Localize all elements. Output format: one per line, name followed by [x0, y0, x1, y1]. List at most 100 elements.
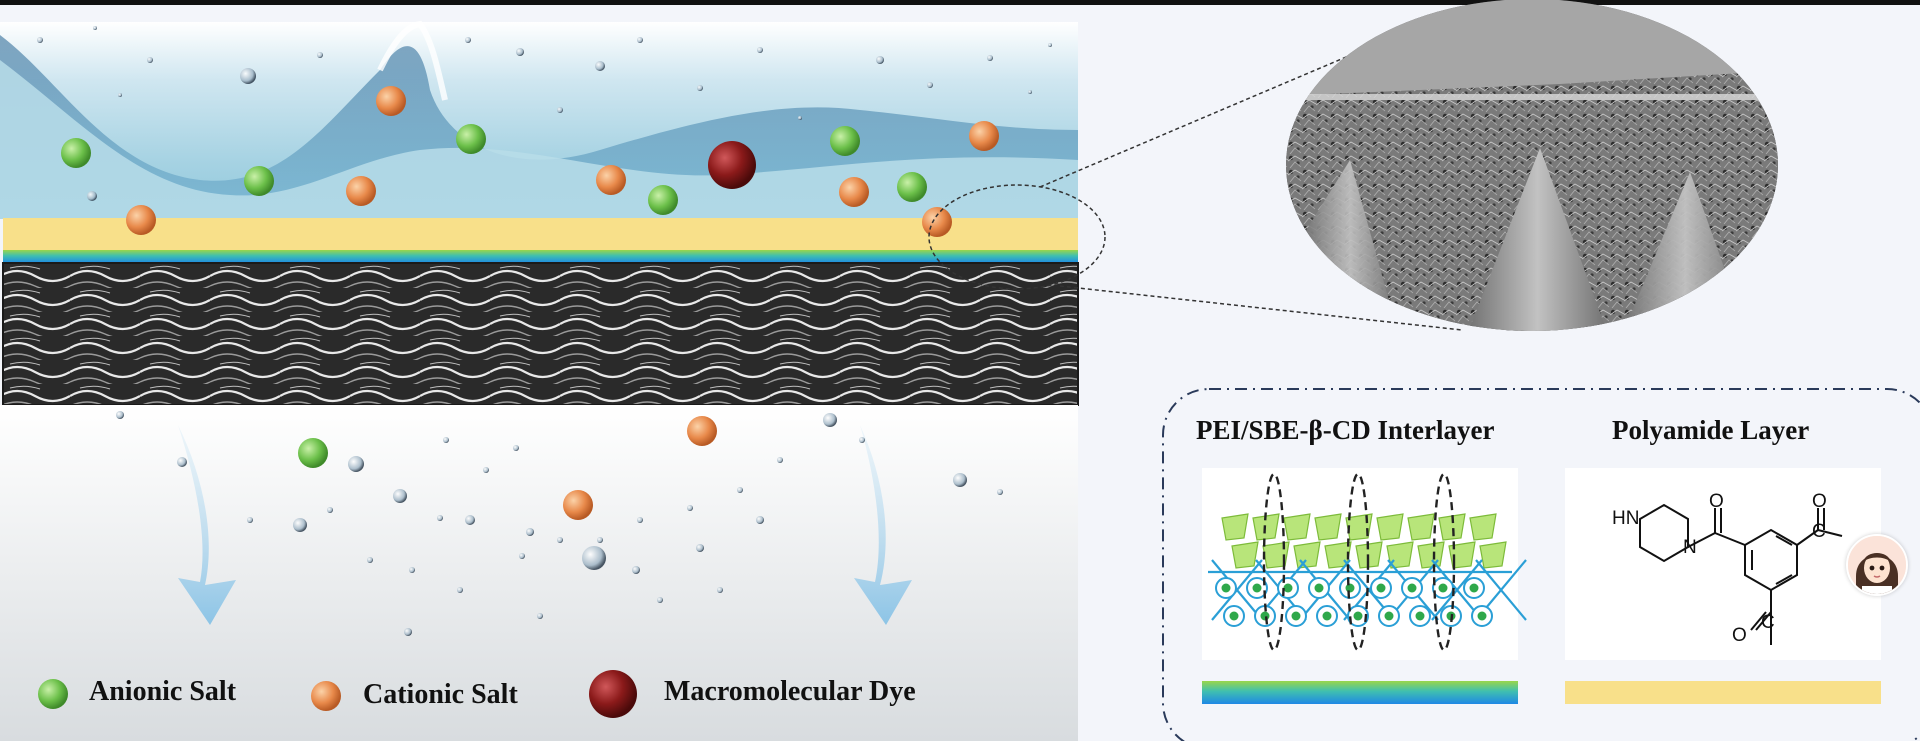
water-droplet [537, 613, 543, 619]
water-droplet [513, 445, 519, 451]
polyamide-color-bar [1565, 681, 1881, 704]
cationic-salt-ion [839, 177, 869, 207]
zoom-line-bottom [1059, 285, 1463, 331]
water-droplet [404, 628, 412, 636]
water-droplet [1028, 90, 1032, 94]
water-droplet [177, 457, 187, 467]
cyclodextrin-unit [1314, 513, 1342, 541]
water-droplet [393, 489, 407, 503]
water-droplet [859, 437, 865, 443]
water-droplet [293, 518, 307, 532]
water-droplet [717, 587, 723, 593]
water-droplet [756, 516, 764, 524]
water-splash [377, 20, 448, 101]
interlayer-color-bar [1202, 681, 1518, 704]
cyclodextrin-unit [1293, 541, 1321, 569]
water-droplet [93, 26, 97, 30]
cyclodextrin-unit [1283, 513, 1311, 541]
water-droplet [317, 52, 323, 58]
water-droplet [953, 473, 967, 487]
cationic-salt-ion [346, 176, 376, 206]
sbe-cd-core [1283, 583, 1293, 593]
water-droplet [557, 107, 563, 113]
avatar-icon [1846, 534, 1908, 596]
sbe-cd-core [1291, 611, 1301, 621]
sbe-cd-core [1353, 611, 1363, 621]
anionic-salt-ion [648, 185, 678, 215]
dashed-ellipse [1432, 472, 1456, 652]
sbe-cd-core [1438, 583, 1448, 593]
legend-anionic-label: Anionic Salt [89, 676, 237, 707]
water-droplet [595, 61, 605, 71]
cyclodextrin-unit [1448, 541, 1476, 569]
carbon-label-right: C [1812, 521, 1826, 542]
pei-chain [1211, 559, 1263, 621]
oxygen-label-left: O [1709, 491, 1724, 512]
polyamide-structure-card [1565, 468, 1881, 660]
water-droplet [557, 537, 563, 543]
cationic-salt-ion [563, 490, 593, 520]
water-droplet [516, 48, 524, 56]
water-droplet [1048, 43, 1052, 47]
water-droplet [526, 528, 534, 536]
water-droplet [597, 537, 603, 543]
cyclodextrin-unit [1407, 513, 1435, 541]
cyclodextrin-unit [1376, 513, 1404, 541]
oxygen-label-right: O [1812, 491, 1827, 512]
water-droplet [927, 82, 933, 88]
sbe-cd-core [1322, 611, 1332, 621]
water-droplet [457, 587, 463, 593]
legend-cationic-label: Cationic Salt [363, 679, 518, 710]
cationic-salt-ion [969, 121, 999, 151]
sbe-cd-core [1384, 611, 1394, 621]
layer-details-panel [1162, 388, 1920, 741]
polyamide-title: Polyamide Layer [1612, 415, 1810, 445]
water-droplet [637, 37, 643, 43]
legend-cationic-marker [311, 681, 341, 711]
cationic-salt-ion [126, 205, 156, 235]
nitrogen-label: N [1683, 537, 1697, 558]
zoom-line-top [1039, 51, 1359, 188]
sem-cross-section-image [1286, 0, 1778, 331]
cyclodextrin-unit [1469, 513, 1497, 541]
sbe-cd-core [1415, 611, 1425, 621]
water-droplet [465, 515, 475, 525]
water-droplet [519, 553, 525, 559]
macromolecular-dye [708, 141, 756, 189]
water-droplets [37, 26, 1052, 636]
amine-label: HN [1612, 508, 1640, 529]
interlayer-strip [3, 250, 1078, 263]
cyclodextrin-unit [1417, 541, 1445, 569]
carbon-label-bottom: C [1761, 612, 1775, 633]
water-droplet [118, 93, 122, 97]
sbe-cd-core [1252, 583, 1262, 593]
cationic-salt-ion [687, 416, 717, 446]
anionic-salt-ion [456, 124, 486, 154]
water-droplet [997, 489, 1003, 495]
cationic-salt-ion [922, 207, 952, 237]
cyclodextrin-unit [1231, 541, 1259, 569]
flow-arrow-right [854, 425, 912, 625]
cyclodextrin-unit [1479, 541, 1507, 569]
water-droplet [367, 557, 373, 563]
water-droplet [37, 37, 43, 43]
anionic-salt-ion [830, 126, 860, 156]
water-droplet [757, 47, 763, 53]
sbe-cd-core [1469, 583, 1479, 593]
cationic-salt-ion [376, 86, 406, 116]
sbe-cd-core [1407, 583, 1417, 593]
water-droplet [87, 191, 97, 201]
sbe-cd-core [1314, 583, 1324, 593]
water-droplet [657, 597, 663, 603]
water-droplet [777, 457, 783, 463]
cyclodextrin-unit [1221, 513, 1249, 541]
water-droplet [798, 116, 802, 120]
polyamide-layer-strip [3, 218, 1078, 252]
zoom-ellipse [928, 184, 1106, 290]
flow-arrow-left [178, 425, 236, 625]
water-droplet [697, 85, 703, 91]
water-droplet [240, 68, 256, 84]
water-droplet [116, 411, 124, 419]
sbe-cd-core [1345, 583, 1355, 593]
